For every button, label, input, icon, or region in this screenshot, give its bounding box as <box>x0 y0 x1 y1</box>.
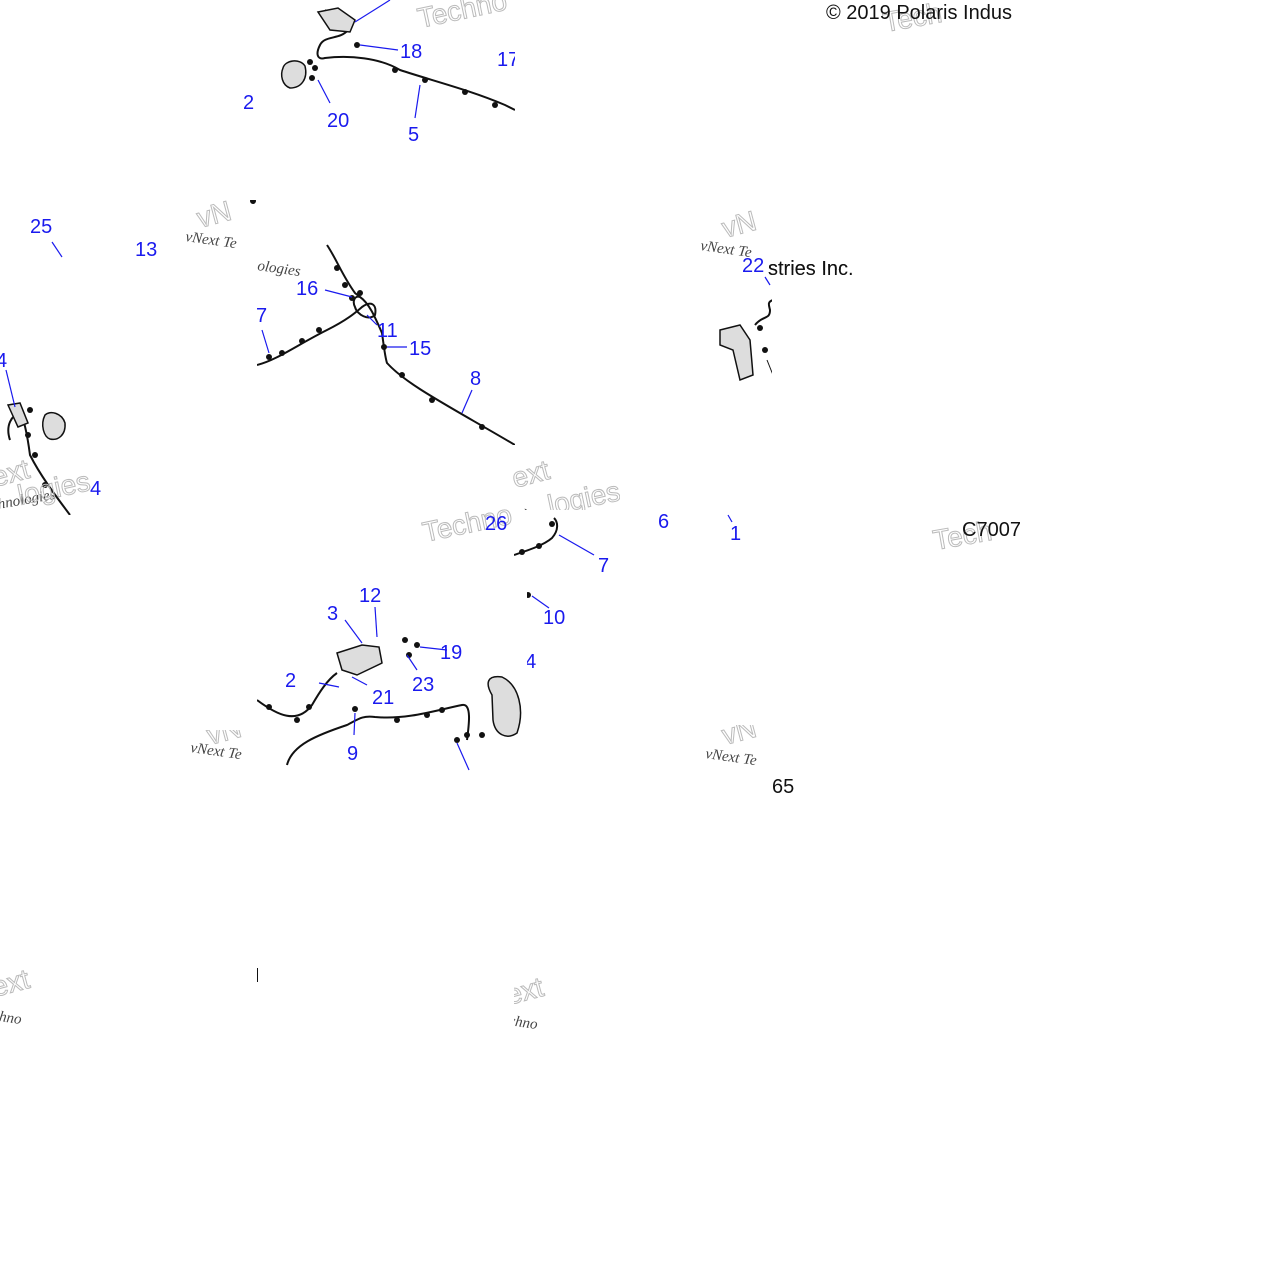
watermark-fragment: vNext Te <box>189 740 243 763</box>
page-number: 65 <box>772 776 794 798</box>
callout-3: 3 <box>327 603 338 625</box>
diagram-tile-right-line: 7 10 14 <box>514 510 624 670</box>
bracket-part <box>316 7 356 33</box>
diagram-tile-left-caliper: 4 4 ext chnologies logies <box>0 345 110 515</box>
svg-text:stries Inc.: stries Inc. <box>768 258 854 280</box>
callout-22: 22 <box>742 255 764 277</box>
diagram-tile-left-upper: 25 13 vNext Te vN <box>0 200 260 270</box>
callout-5: 5 <box>408 124 419 146</box>
reservoir-part <box>719 324 754 382</box>
callout-21: 21 <box>372 687 394 709</box>
callout-26: 26 <box>485 513 507 535</box>
diagram-code: C7007 <box>962 519 1021 541</box>
caliper-part <box>42 411 66 441</box>
brake-line-2 <box>257 672 338 718</box>
callout-20: 20 <box>327 110 349 132</box>
master-cylinder-part <box>336 644 383 676</box>
brake-line-8 <box>257 295 515 445</box>
callout-17: 17 <box>497 49 515 71</box>
callout-12: 12 <box>359 585 381 607</box>
watermark-fragment: chno <box>514 1013 539 1030</box>
watermark-fragment: chno <box>0 1008 23 1028</box>
watermark-fragment: vN <box>719 725 760 751</box>
diagram-tile-master-cylinder: vNext Te vN stries Inc. 22 stries Inc. <box>695 210 875 405</box>
callout-4: 4 <box>0 350 7 372</box>
master-cylinder-drawing: vNext Te vN stries Inc. 22 stries Inc. <box>699 210 875 405</box>
callout-6: 6 <box>658 511 669 533</box>
callout-1: 1 <box>730 523 741 545</box>
watermark-fragment: ext <box>514 975 547 1011</box>
right-line-drawing: 7 10 14 <box>514 517 609 670</box>
watermark-tile-bottom-left: ext chno <box>0 965 35 1030</box>
watermark-tile-bottom-center: ext chno <box>514 975 549 1030</box>
diagram-tile-lower-assembly: 3 12 19 2 23 21 9 <box>257 575 527 775</box>
bracket-part <box>6 402 29 428</box>
watermark-tile-lower-right: vNext Te vN 65 <box>700 725 805 800</box>
rear-brake-line-drawing: Techno 18 17 2 20 5 <box>243 0 515 146</box>
watermark-fragment: ext <box>0 965 33 1003</box>
copyright-fragment-tile: Tech © 2019 Polaris Indus <box>820 0 1030 36</box>
callout-19: 19 <box>440 642 462 664</box>
fluid-line <box>754 299 774 326</box>
callout-15: 15 <box>409 338 431 360</box>
diagram-tile-front-brake-line: ologies 7 16 11 15 8 <box>257 235 515 445</box>
watermark-fragment: ologies <box>257 258 302 280</box>
lower-assembly-drawing: 3 12 19 2 23 21 9 <box>257 585 522 771</box>
watermark-fragment: vN <box>194 200 235 234</box>
callout-25: 25 <box>30 216 52 238</box>
left-caliper-drawing: 4 4 ext chnologies logies <box>0 350 101 515</box>
copyright-text: © 2019 Polaris Indus <box>826 2 1012 24</box>
callout-2-lower: 2 <box>285 670 296 692</box>
callout-2: 2 <box>243 92 254 114</box>
callout-4-lower: 4 <box>90 478 101 500</box>
diagram-code-tile: 6 1 Tech C7007 <box>650 500 1030 555</box>
callout-13: 13 <box>135 239 157 261</box>
callout-16: 16 <box>296 278 318 300</box>
callout-7-right: 7 <box>598 555 609 577</box>
callout-8: 8 <box>470 368 481 390</box>
stray-mark <box>256 968 259 982</box>
caliper-part-lower <box>487 675 522 737</box>
callout-9: 9 <box>347 743 358 765</box>
callout-10: 10 <box>543 607 565 629</box>
watermark-fragment: vN <box>719 210 760 244</box>
caliper-part <box>280 60 307 89</box>
diagram-tile-rear-brake-line: Techno 18 17 2 20 5 <box>230 0 515 150</box>
callout-23: 23 <box>412 674 434 696</box>
callout-18: 18 <box>400 41 422 63</box>
callout-7: 7 <box>257 305 267 327</box>
watermark-fragment: vNext Te <box>184 229 238 252</box>
watermark-fragment: vNext Te <box>704 746 758 769</box>
watermark-tile-lower-left: vNext Te vN <box>185 730 257 780</box>
front-brake-line-drawing: ologies 7 16 11 15 8 <box>257 244 515 445</box>
brake-line <box>514 517 559 556</box>
watermark-fragment: Techno <box>415 0 510 34</box>
watermark-fragment: vNext Te <box>699 238 753 261</box>
brake-line-9 <box>286 703 470 766</box>
callout-11: 11 <box>377 320 398 342</box>
watermark-fragment: ext <box>509 460 553 494</box>
brake-line-upper <box>326 244 361 298</box>
